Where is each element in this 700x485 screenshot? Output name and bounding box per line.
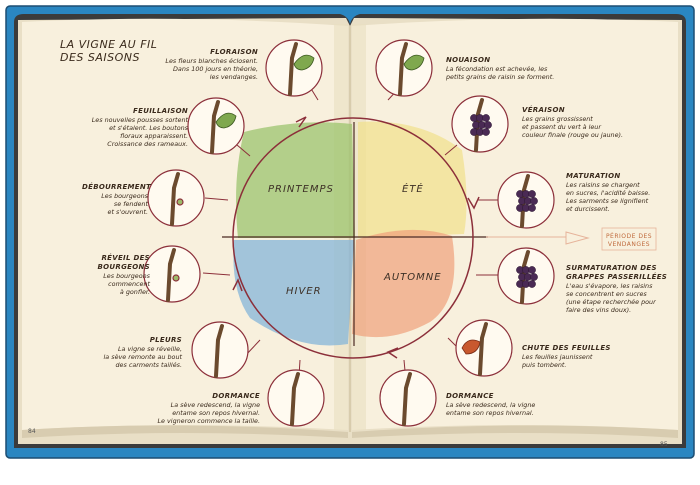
stage-title: CHUTE DES FEUILLES xyxy=(522,344,611,352)
maturation-illustration xyxy=(497,171,555,229)
stage-desc-line: La vigne se réveille, xyxy=(118,345,182,353)
floraison-illustration xyxy=(265,39,323,97)
pleurs-illustration xyxy=(191,321,249,379)
stage-desc-line: commencent xyxy=(108,280,150,288)
stage-desc-line: La sève redescend, la vigne xyxy=(446,401,536,409)
feuillaison-illustration xyxy=(187,97,245,155)
stage-desc-line: les vendanges. xyxy=(209,73,258,81)
stage-desc-line: Le vigneron commence la taille. xyxy=(157,417,260,425)
stage-title: PLEURS xyxy=(149,336,182,344)
stage-title: VÉRAISON xyxy=(522,106,565,114)
stage-reveil-bourgeons: RÉVEIL DES BOURGEONS Les bourgeons comme… xyxy=(92,254,150,296)
stage-desc-line: La sève redescend, la vigne xyxy=(170,401,260,409)
veraison-illustration xyxy=(451,95,509,153)
stage-desc-line: Dans 100 jours en théorie, xyxy=(173,65,258,73)
stage-nouaison: NOUAISON La fécondation est achevée, les… xyxy=(446,56,566,81)
stage-desc-line: entame son repos hivernal. xyxy=(172,409,260,417)
stage-title: FLORAISON xyxy=(210,48,258,56)
stage-chute-feuilles: CHUTE DES FEUILLES Les feuilles jaunisse… xyxy=(522,344,632,369)
stage-desc-line: Croissance des rameaux. xyxy=(107,140,188,148)
stage-title: DORMANCE xyxy=(212,392,260,400)
stage-desc-line: Les sarments se lignifient xyxy=(566,197,649,205)
stage-desc-line: petits grains de raisin se forment. xyxy=(446,73,555,81)
season-printemps: PRINTEMPS xyxy=(268,184,334,195)
stage-dormance-right: DORMANCE La sève redescend, la vigne ent… xyxy=(446,392,566,417)
page-number-left: 84 xyxy=(28,428,36,435)
surmaturation-illustration xyxy=(497,247,555,305)
periode-vendanges-label: PÉRIODE DES VENDANGES xyxy=(605,233,653,248)
debourrement-illustration xyxy=(147,169,205,227)
stage-desc-line: Les grains grossissent xyxy=(522,115,593,123)
page-number-right: 85 xyxy=(660,441,668,448)
season-automne: AUTOMNE xyxy=(384,272,442,283)
stage-debourrement: DÉBOURREMENT Les bourgeons se fendent et… xyxy=(82,183,152,216)
stage-desc-line: et durcissent. xyxy=(566,205,610,213)
stage-desc-line: Les nouvelles pousses sortent xyxy=(91,116,188,124)
stage-desc-line: L'eau s'évapore, les raisins xyxy=(566,282,653,290)
dormance-left-illustration xyxy=(267,369,325,427)
reveil-illustration xyxy=(143,245,201,303)
stage-surmaturation: SURMATURATION DES GRAPPES PASSERILLÉES L… xyxy=(566,264,676,314)
season-cycle xyxy=(232,117,474,359)
season-hiver: HIVER xyxy=(286,286,322,297)
stage-desc-line: et s'ouvrent. xyxy=(107,208,148,216)
stage-title: SURMATURATION DES GRAPPES PASSERILLÉES xyxy=(566,264,668,281)
stage-desc-line: en sucres, l'acidité baisse. xyxy=(566,189,651,197)
stage-desc-line: puis tombent. xyxy=(522,361,567,369)
hiver-patch xyxy=(233,240,354,346)
stage-desc-line: entame son repos hivernal. xyxy=(446,409,534,417)
stage-desc-line: se concentrent en sucres xyxy=(566,290,647,298)
printemps-patch xyxy=(236,122,355,238)
page-title: LA VIGNE AU FIL DES SAISONS xyxy=(60,38,158,64)
stage-title: FEUILLAISON xyxy=(133,107,188,115)
stage-title: DORMANCE xyxy=(446,392,494,400)
stage-title: MATURATION xyxy=(566,172,621,180)
stage-desc-line: et s'étalent. Les boutons xyxy=(109,124,188,132)
stage-desc-line: Les feuilles jaunissent xyxy=(522,353,593,361)
dormance-right-illustration xyxy=(379,369,437,427)
stage-desc-line: à gonfler. xyxy=(119,288,150,296)
stage-desc-line: Les bourgeons xyxy=(101,192,148,200)
stage-pleurs: PLEURS La vigne se réveille, la sève rem… xyxy=(84,336,182,369)
chute-illustration xyxy=(455,319,513,377)
automne-patch xyxy=(352,229,455,338)
stage-desc-line: couleur finale (rouge ou jaune). xyxy=(522,131,624,139)
stage-desc-line: et passent du vert à leur xyxy=(522,123,601,131)
stage-title: DÉBOURREMENT xyxy=(82,183,152,191)
stage-desc-line: La fécondation est achevée, les xyxy=(446,65,548,73)
stage-floraison: FLORAISON Les fleurs blanches éclosent. … xyxy=(156,48,258,81)
stage-maturation: MATURATION Les raisins se chargent en su… xyxy=(566,172,670,213)
stage-desc-line: se fendent xyxy=(113,200,148,208)
stage-desc-line: Les raisins se chargent xyxy=(566,181,640,189)
stage-desc-line: (une étape recherchée pour xyxy=(566,298,656,306)
stage-desc-line: Les bourgeons xyxy=(103,272,150,280)
stage-feuillaison: FEUILLAISON Les nouvelles pousses sorten… xyxy=(80,107,188,148)
stage-title: RÉVEIL DES BOURGEONS xyxy=(97,254,150,271)
ete-patch xyxy=(358,121,467,238)
nouaison-illustration xyxy=(375,39,433,97)
stage-veraison: VÉRAISON Les grains grossissent et passe… xyxy=(522,106,642,139)
stage-desc-line: Les fleurs blanches éclosent. xyxy=(165,57,258,65)
stage-dormance-left: DORMANCE La sève redescend, la vigne ent… xyxy=(148,392,260,425)
stage-desc-line: la sève remonte au bout xyxy=(103,353,182,361)
season-ete: ÉTÉ xyxy=(402,184,424,195)
stage-title: NOUAISON xyxy=(446,56,491,64)
stage-desc-line: faire des vins doux). xyxy=(566,306,632,314)
stage-desc-line: floraux apparaissent. xyxy=(120,132,188,140)
stage-desc-line: des carments taillés. xyxy=(115,361,182,369)
